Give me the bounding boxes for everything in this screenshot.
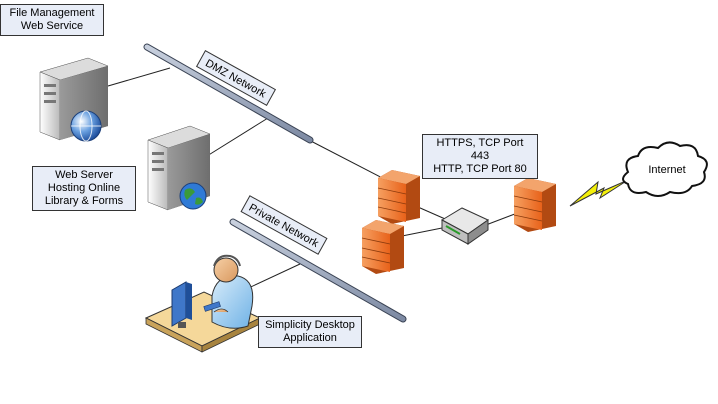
dmz-firewall <box>377 170 420 224</box>
file-management-service-label: File Management Web Service <box>0 4 104 36</box>
file-management-server <box>39 57 109 142</box>
web-server-to-dmz-line <box>206 117 269 157</box>
private-network-label-box: Private Network <box>240 195 328 255</box>
web-server-label: Web Server Hosting Online Library & Form… <box>32 166 136 211</box>
earth-globe-icon <box>179 182 207 210</box>
person-head-icon <box>213 257 239 283</box>
desktop-user-workstation <box>144 254 262 353</box>
private-network-label: Private Network <box>247 202 321 250</box>
dmz-network-bus <box>143 43 314 144</box>
desktop-application-label: Simplicity Desktop Application <box>258 316 362 348</box>
lightning-bolt-icon <box>569 179 629 207</box>
file-server-to-dmz-line <box>107 67 171 87</box>
internet-label: Internet <box>648 164 686 176</box>
internet-firewall <box>513 178 556 232</box>
router-device <box>440 207 489 245</box>
ports-label: HTTPS, TCP Port 443 HTTP, TCP Port 80 <box>422 134 538 179</box>
internet-cloud <box>622 141 708 197</box>
private-network-bus <box>229 218 407 323</box>
web-server <box>147 125 211 211</box>
monitor-icon <box>171 281 187 327</box>
dmz-to-firewall-line <box>304 137 395 185</box>
private-firewall <box>361 220 404 274</box>
